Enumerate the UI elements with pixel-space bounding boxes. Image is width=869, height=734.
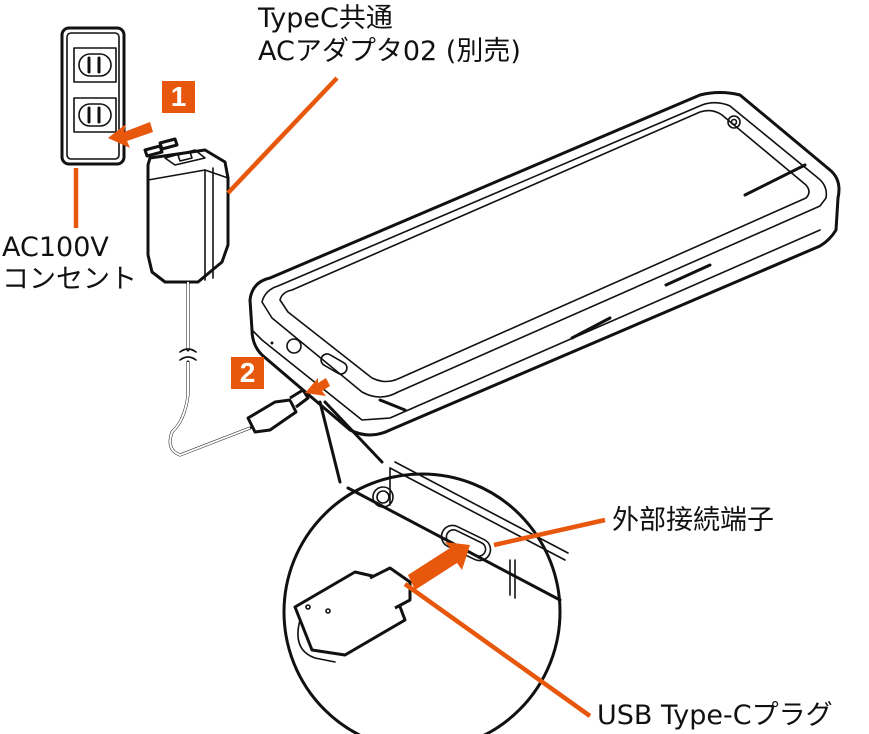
zoom-callout <box>282 400 569 734</box>
ac-adapter <box>143 137 252 457</box>
outlet-label-line2: コンセント <box>2 264 137 295</box>
arrow-step-2 <box>305 378 330 396</box>
smartphone <box>248 91 841 437</box>
arrow-step-1 <box>108 122 153 148</box>
wall-outlet <box>60 26 126 166</box>
leader-adapter <box>226 76 339 195</box>
adapter-label-line2: ACアダプタ02 (別売) <box>258 36 521 67</box>
leader-port <box>493 517 606 548</box>
step-badge-1: 1 <box>162 81 195 113</box>
arrow-zoom <box>408 542 470 590</box>
leader-plug <box>403 582 592 718</box>
outlet-label-line1: AC100V <box>2 232 109 263</box>
usb-c-plug-small <box>246 388 310 434</box>
adapter-label-line1: TypeC共通 <box>258 3 393 34</box>
plug-label: USB Type-Cプラグ <box>597 700 833 731</box>
step-badge-2: 2 <box>231 357 264 389</box>
port-label: 外部接続端子 <box>612 505 774 536</box>
